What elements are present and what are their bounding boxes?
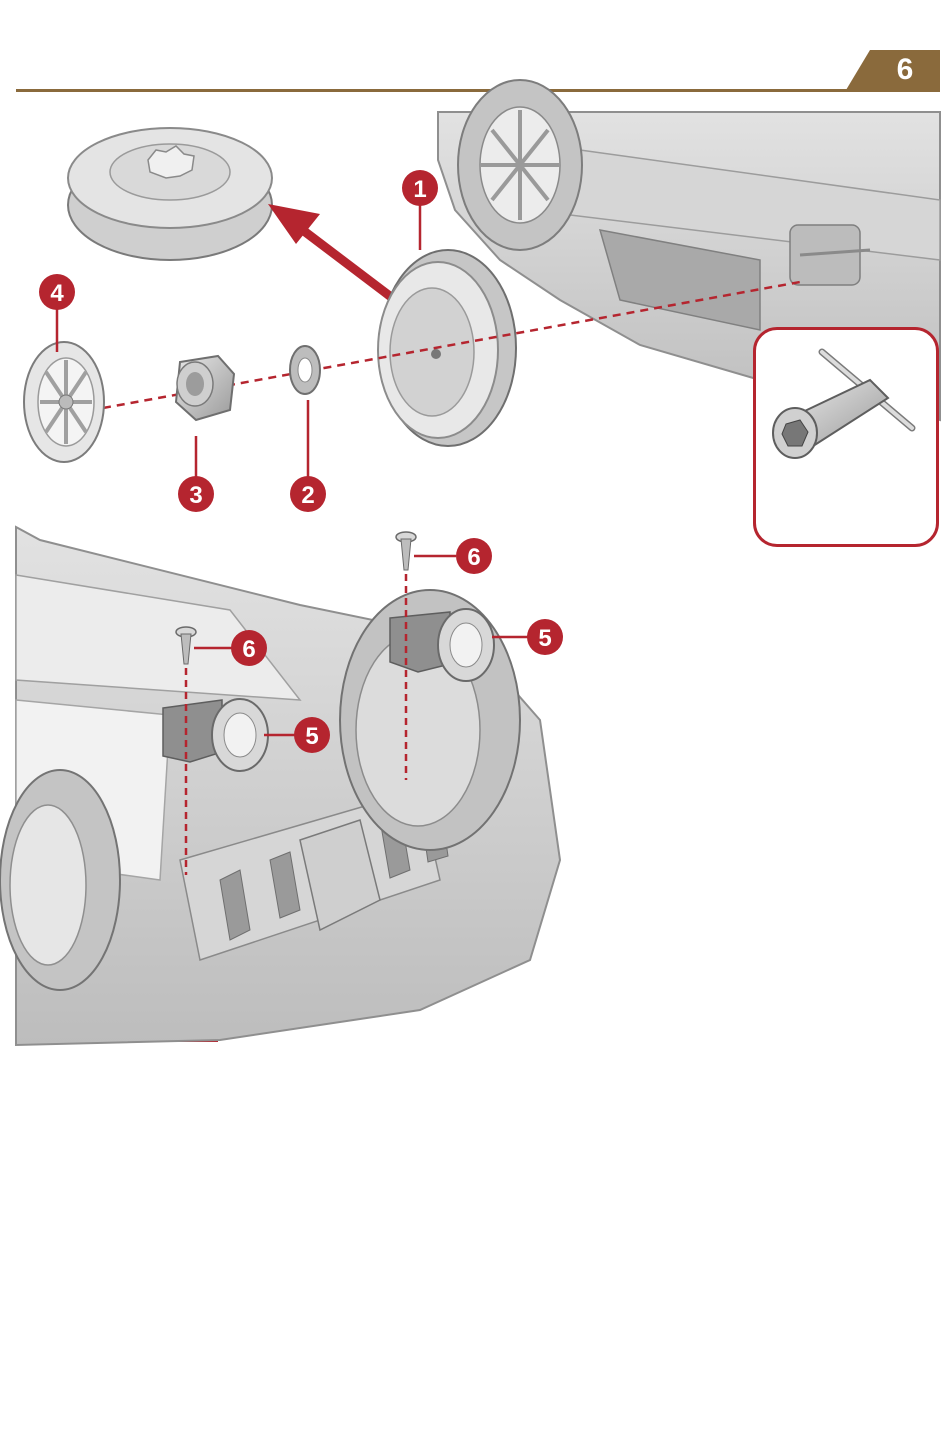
socket-wrench-icon	[773, 352, 912, 458]
